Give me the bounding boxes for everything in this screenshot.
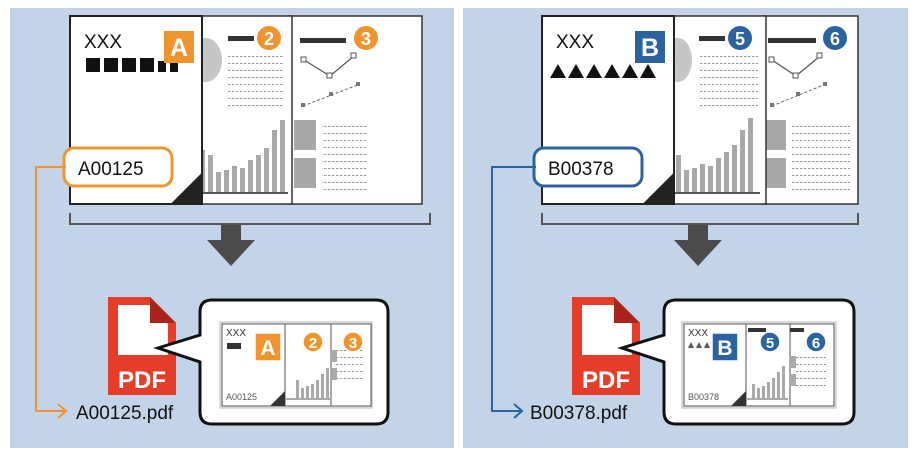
- svg-text:XXX: XXX: [688, 328, 708, 339]
- svg-text:5: 5: [735, 29, 745, 49]
- left-page3-number-badge: 3: [354, 26, 378, 50]
- right-output-filename: B00378.pdf: [530, 403, 628, 424]
- down-arrow-icon: [674, 225, 722, 266]
- right-page3-number-badge: 6: [823, 26, 847, 50]
- svg-text:A: A: [170, 34, 188, 62]
- svg-text:A00125: A00125: [78, 159, 144, 180]
- svg-text:2: 2: [264, 29, 274, 49]
- right-separator-badge: B: [635, 31, 665, 63]
- right-page2-number-badge: 5: [728, 26, 752, 50]
- svg-text:3: 3: [361, 29, 371, 49]
- right-group-bracket: [541, 213, 859, 225]
- connector-arrow-icon: [35, 166, 66, 412]
- svg-text:XXX: XXX: [226, 328, 246, 339]
- left-pdf-thumbnail: XXX A00125 A 2 3: [219, 321, 373, 409]
- down-arrow-icon: [207, 225, 255, 266]
- svg-text:B00378: B00378: [548, 159, 614, 180]
- svg-text:B: B: [641, 34, 659, 62]
- left-code-label: A00125: [62, 146, 174, 188]
- left-page2-number-badge: 2: [257, 26, 281, 50]
- svg-text:2: 2: [309, 335, 317, 352]
- right-doc-title: XXX: [556, 32, 594, 53]
- svg-text:A: A: [260, 337, 275, 360]
- svg-text:3: 3: [349, 335, 357, 352]
- svg-text:A00125: A00125: [226, 392, 257, 402]
- svg-text:6: 6: [830, 29, 840, 49]
- left-output-filename: A00125.pdf: [76, 403, 174, 424]
- left-group-bracket: [69, 213, 431, 225]
- svg-text:5: 5: [766, 335, 774, 352]
- pdf-file-icon: PDF: [108, 297, 176, 395]
- svg-text:B: B: [717, 337, 732, 360]
- svg-text:6: 6: [812, 335, 820, 352]
- svg-text:B00378: B00378: [688, 392, 719, 402]
- connector-arrow-icon: [491, 166, 536, 412]
- svg-text:PDF: PDF: [118, 367, 166, 394]
- right-pdf-thumbnail: XXX B00378 B 5 6: [681, 321, 837, 409]
- pdf-file-icon: PDF: [572, 297, 640, 395]
- right-code-label: B00378: [532, 146, 644, 188]
- left-separator-badge: A: [164, 31, 194, 63]
- left-doc-title: XXX: [84, 32, 122, 53]
- svg-text:PDF: PDF: [582, 367, 630, 394]
